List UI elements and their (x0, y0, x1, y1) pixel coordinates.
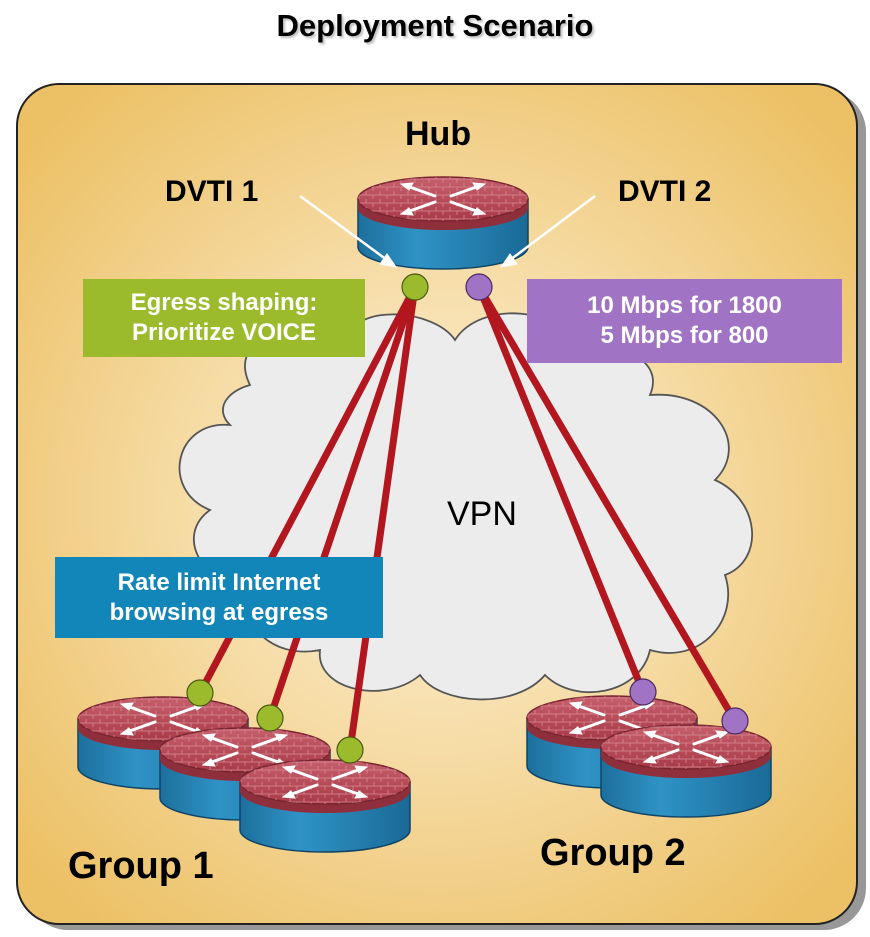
tunnel-group (196, 283, 739, 754)
dvti1-interface-dot (401, 273, 429, 301)
group2-interface-dot (721, 707, 749, 735)
tunnel-line (346, 283, 419, 754)
group1-label: Group 1 (68, 845, 214, 887)
dvti2-interface-dot (465, 273, 493, 301)
group2-interface-dot (629, 678, 657, 706)
dvti1-label: DVTI 1 (165, 175, 259, 208)
dvti2-arrowhead (499, 253, 518, 268)
rate-limit-line2: browsing at egress (109, 598, 329, 626)
bandwidth-callout: 10 Mbps for 1800 5 Mbps for 800 (527, 279, 842, 363)
tunnel-line (266, 283, 419, 722)
tunnel-line (475, 283, 739, 725)
egress-shaping-line1: Egress shaping: (130, 289, 318, 316)
group2-label: Group 2 (540, 832, 686, 874)
bandwidth-line1: 10 Mbps for 1800 (587, 292, 782, 319)
group1-interface-dot (186, 679, 214, 707)
hub-router (356, 175, 530, 271)
group2-router (599, 723, 773, 819)
dvti2-arrow (509, 195, 596, 261)
egress-shaping-line2: Prioritize VOICE (131, 319, 317, 346)
vpn-label: VPN (447, 495, 517, 533)
hub-label: Hub (405, 115, 472, 153)
rate-limit-line1: Rate limit Internet (117, 568, 321, 596)
bandwidth-line2: 5 Mbps for 800 (600, 322, 769, 349)
tunnel-line (475, 283, 647, 696)
group1-interface-dot (336, 736, 364, 764)
dvti-pointers (299, 194, 596, 268)
dvti1-arrowhead (379, 253, 398, 268)
group1-interface-dot (256, 704, 284, 732)
dvti1-arrow (299, 194, 388, 262)
dvti2-label: DVTI 2 (618, 175, 712, 208)
egress-shaping-callout: Egress shaping: Prioritize VOICE (83, 279, 365, 357)
group1-router (238, 758, 412, 854)
diagram-title: Deployment Scenario (276, 8, 594, 43)
rate-limit-callout: Rate limit Internet browsing at egress (55, 557, 383, 638)
